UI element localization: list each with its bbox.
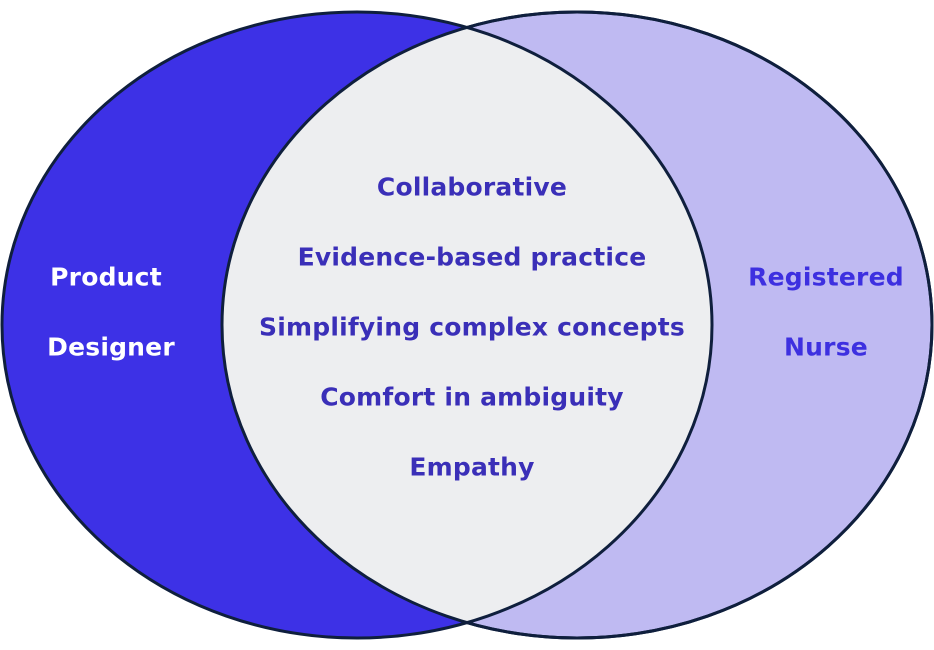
left-circle-outline — [0, 10, 714, 640]
overlap-item: Evidence-based practice — [297, 242, 647, 272]
overlap-item: Comfort in ambiguity — [320, 382, 624, 412]
overlap-item: Empathy — [409, 452, 535, 482]
overlap-item: Collaborative — [376, 172, 568, 202]
left-set-label-line2: Designer — [47, 332, 175, 362]
overlap-item: Simplifying complex concepts — [259, 312, 685, 342]
right-circle-outline — [220, 10, 934, 640]
overlap-region — [222, 12, 712, 638]
left-set-label-line1: Product — [50, 262, 162, 292]
right-set-label-line2: Nurse — [784, 332, 868, 362]
right-set-label-line1: Registered — [748, 262, 904, 292]
